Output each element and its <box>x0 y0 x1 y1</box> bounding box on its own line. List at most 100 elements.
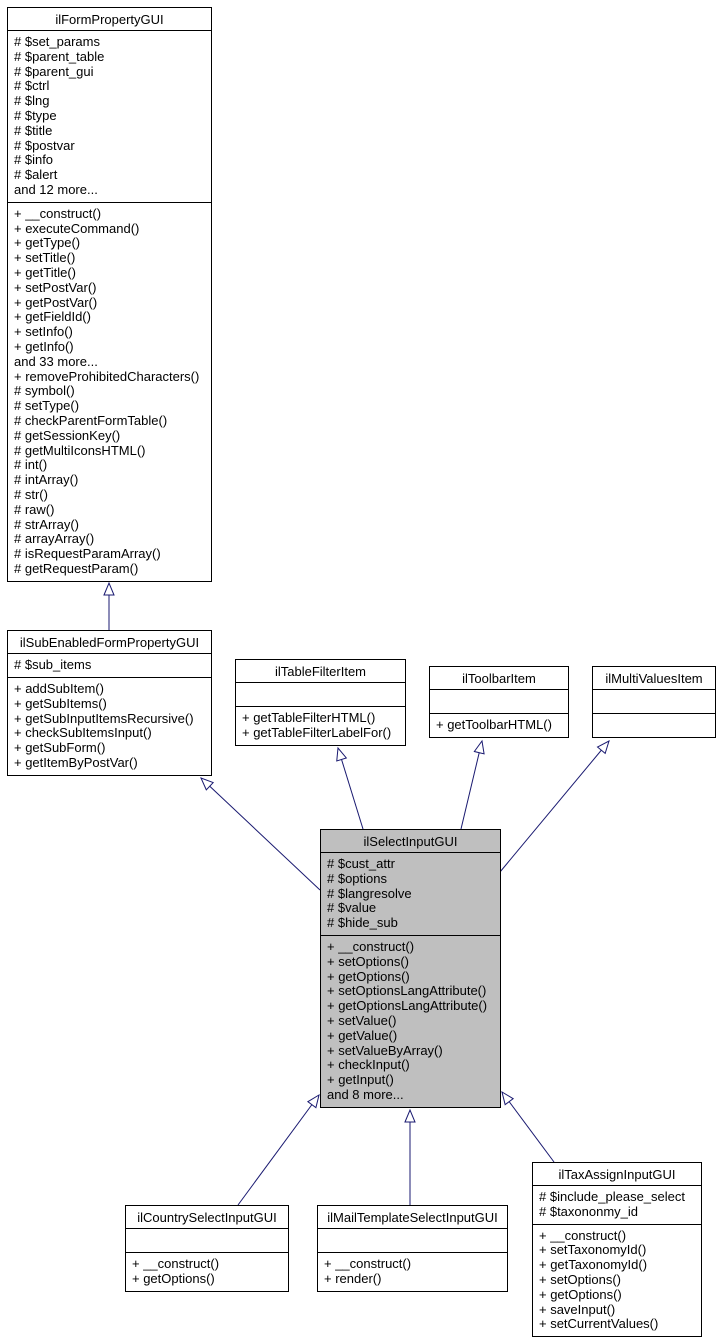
method-row: + __construct() <box>324 1256 412 1271</box>
method-row: + __construct() <box>539 1227 627 1243</box>
attribute-row: # $parent_gui <box>14 63 94 79</box>
method-row: # strArray() <box>14 516 79 532</box>
edge-ilSelectInputGUI-extends-ilToolbarItem <box>460 739 485 830</box>
attribute-row: # $lng <box>14 93 50 109</box>
method-row: + getSubInputItemsRecursive() <box>14 710 194 726</box>
class-methods: + getTableFilterHTML()+ getTableFilterLa… <box>236 707 405 745</box>
class-attributes: # $cust_attr# $options# $langresolve# $v… <box>321 853 500 936</box>
edge-ilSelectInputGUI-extends-ilSubEnabledFormPropertyGUI <box>200 777 321 891</box>
method-row: + setOptions() <box>539 1271 622 1287</box>
class-box-ilTableFilterItem[interactable]: ilTableFilterItem + getTableFilterHTML()… <box>235 659 406 746</box>
class-attributes <box>126 1229 288 1253</box>
class-title: ilTaxAssignInputGUI <box>533 1163 701 1186</box>
method-row: + getOptions() <box>539 1286 622 1302</box>
attribute-row: # $hide_sub <box>327 915 398 931</box>
class-title: ilFormPropertyGUI <box>8 8 211 31</box>
method-row: + getFieldId() <box>14 309 91 325</box>
method-row: # isRequestParamArray() <box>14 546 161 562</box>
edge-ilTaxAssignInputGUI-extends-ilSelectInputGUI <box>501 1090 555 1163</box>
method-row: + getTitle() <box>14 264 77 280</box>
class-attributes: # $set_params# $parent_table# $parent_gu… <box>8 31 211 203</box>
class-attributes: # $sub_items <box>8 654 211 678</box>
class-title: ilMultiValuesItem <box>593 667 715 690</box>
method-row: + getSubItems() <box>14 695 107 711</box>
class-methods: + getToolbarHTML() <box>430 714 568 737</box>
class-title: ilSelectInputGUI <box>321 830 500 853</box>
method-row: + setPostVar() <box>14 279 97 295</box>
attribute-row: # $title <box>14 122 53 138</box>
method-row: + getTableFilterHTML() <box>242 710 376 725</box>
method-row: + getOptionsLangAttribute() <box>327 998 488 1014</box>
method-row: + setTaxonomyId() <box>539 1242 647 1258</box>
class-box-ilSubEnabledFormPropertyGUI[interactable]: ilSubEnabledFormPropertyGUI # $sub_items… <box>7 630 212 776</box>
method-row: + getOptions() <box>327 968 410 984</box>
method-row: # getSessionKey() <box>14 427 121 443</box>
class-title: ilMailTemplateSelectInputGUI <box>318 1206 507 1229</box>
attribute-row: # $type <box>14 107 57 123</box>
attribute-row: # $options <box>327 870 387 886</box>
method-row: + __construct() <box>132 1256 220 1271</box>
class-box-ilMultiValuesItem[interactable]: ilMultiValuesItem <box>592 666 716 738</box>
attribute-row: # $value <box>327 900 377 916</box>
method-row: # int() <box>14 457 48 473</box>
class-methods: + __construct()+ setTaxonomyId()+ getTax… <box>533 1225 701 1337</box>
method-row: + executeCommand() <box>14 220 140 236</box>
method-row: + setCurrentValues() <box>539 1316 659 1332</box>
class-methods: + addSubItem()+ getSubItems()+ getSubInp… <box>8 678 211 775</box>
method-row: + getOptions() <box>132 1270 215 1286</box>
method-row: + getTaxonomyId() <box>539 1257 648 1273</box>
class-box-ilMailTemplateSelectInputGUI[interactable]: ilMailTemplateSelectInputGUI + __constru… <box>317 1205 508 1292</box>
class-box-ilCountrySelectInputGUI[interactable]: ilCountrySelectInputGUI + __construct()+… <box>125 1205 289 1292</box>
method-row: + checkSubItemsInput() <box>14 725 152 741</box>
attribute-row: and 12 more... <box>14 181 98 197</box>
class-box-ilSelectInputGUI[interactable]: ilSelectInputGUI # $cust_attr# $options#… <box>320 829 501 1108</box>
method-row: # intArray() <box>14 472 79 488</box>
method-row: + getSubForm() <box>14 740 106 756</box>
class-box-ilTaxAssignInputGUI[interactable]: ilTaxAssignInputGUI # $include_please_se… <box>532 1162 702 1338</box>
method-row: + removeProhibitedCharacters() <box>14 368 200 384</box>
method-row: # str() <box>14 486 48 502</box>
class-attributes <box>593 690 715 714</box>
method-row: # setType() <box>14 398 80 414</box>
method-row: and 33 more... <box>14 353 98 369</box>
method-row: and 8 more... <box>327 1086 404 1102</box>
method-row: # raw() <box>14 501 55 517</box>
method-row: + getInput() <box>327 1072 394 1088</box>
method-row: + __construct() <box>14 205 102 221</box>
class-methods <box>593 714 715 737</box>
method-row: # getMultiIconsHTML() <box>14 442 146 458</box>
method-row: + getInfo() <box>14 338 74 354</box>
class-methods: + __construct()+ setOptions()+ getOption… <box>321 936 500 1107</box>
attribute-row: # $sub_items <box>14 657 92 672</box>
attribute-row: # $set_params <box>14 34 100 49</box>
method-row: # getRequestParam() <box>14 560 139 576</box>
method-row: + __construct() <box>327 938 415 954</box>
method-row: + setValueByArray() <box>327 1042 443 1058</box>
method-row: + getToolbarHTML() <box>436 717 552 732</box>
method-row: + addSubItem() <box>14 681 104 696</box>
method-row: # checkParentFormTable() <box>14 412 168 428</box>
attribute-row: # $parent_table <box>14 48 105 64</box>
attribute-row: # $langresolve <box>327 885 412 901</box>
attribute-row: # $alert <box>14 167 58 183</box>
method-row: + setTitle() <box>14 250 76 266</box>
method-row: # arrayArray() <box>14 531 95 547</box>
attribute-row: # $info <box>14 152 54 168</box>
class-title: ilCountrySelectInputGUI <box>126 1206 288 1229</box>
attribute-row: # $cust_attr <box>327 856 395 871</box>
class-attributes: # $include_please_select# $taxononmy_id <box>533 1186 701 1225</box>
method-row: + getValue() <box>327 1027 398 1043</box>
class-box-ilToolbarItem[interactable]: ilToolbarItem + getToolbarHTML() <box>429 666 569 738</box>
class-attributes <box>318 1229 507 1253</box>
class-box-ilFormPropertyGUI[interactable]: ilFormPropertyGUI # $set_params# $parent… <box>7 7 212 582</box>
method-row: + getType() <box>14 235 81 251</box>
method-row: + setValue() <box>327 1012 397 1028</box>
class-attributes <box>430 690 568 714</box>
edge-ilSelectInputGUI-extends-ilMultiValuesItem <box>499 740 610 873</box>
edge-ilCountrySelectInputGUI-extends-ilSelectInputGUI <box>237 1093 320 1206</box>
method-row: + render() <box>324 1270 382 1286</box>
method-row: + getPostVar() <box>14 294 98 310</box>
method-row: + setOptionsLangAttribute() <box>327 983 487 999</box>
attribute-row: # $taxononmy_id <box>539 1203 639 1219</box>
